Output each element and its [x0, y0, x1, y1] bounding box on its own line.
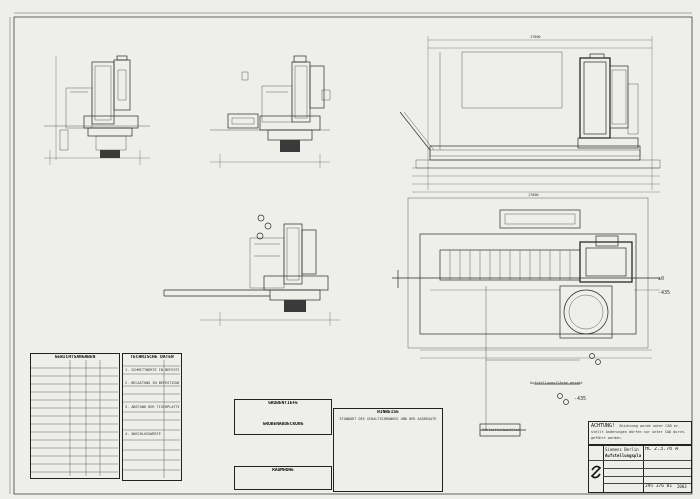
cad-warning-heading: ACHTUNG!	[591, 423, 616, 429]
tech-data-title: TECHNISCHE DATEN	[130, 355, 174, 360]
cad-warning-line-2: stellt Änderungen dürfen nur unter CAD d…	[591, 430, 686, 434]
machine-plan-view	[392, 197, 660, 437]
weights-table-grid	[30, 360, 118, 476]
level-minus-label-2: -435	[574, 396, 587, 402]
coolant-tank: Kühlmittelbehälter	[480, 424, 520, 436]
company-logo-icon	[590, 465, 602, 479]
weights-table-title: GEWICHTSANGABEN	[54, 355, 96, 360]
pit-depth-title: GRUBENTIEFE	[268, 401, 298, 406]
title-block: Siemens Berlin Aufstellungsplan HC 2.3.7…	[588, 445, 692, 493]
company-logo-area	[589, 446, 604, 492]
tech-data-table-grid	[122, 360, 180, 478]
hints-subtitle: STANDORT DES SCHALTSCHRANKES UND DER AGG…	[339, 417, 437, 421]
sheet-reference: 295 376 01	[645, 484, 673, 489]
title-row-line-2	[603, 468, 691, 469]
plan-length-label: 17000	[528, 193, 539, 197]
title-row-line-3	[603, 476, 691, 477]
machine-side-view-2	[210, 55, 331, 168]
level-minus-label: -435	[658, 290, 671, 296]
level-zero-label: ±0	[658, 276, 665, 282]
title-block-divider	[643, 446, 644, 492]
coolant-tank-label: Kühlmittelbehälter	[482, 428, 520, 432]
cad-warning-box: ACHTUNG! Zeichnung wurde unter CAD er- s…	[588, 421, 692, 445]
cad-warning-line-3: geführt werden.	[591, 436, 623, 440]
pit-cover-title: GRUBENABDECKUNG	[262, 422, 304, 427]
area-note-label: Aufstellungsfläche gesamt	[530, 381, 583, 385]
room-height-title: RAUMHÖHE	[272, 468, 294, 473]
tech-data-section-2: 2. BELASTUNG IN BEFESTIGUNG	[125, 381, 179, 385]
tech-data-section-4: 4. ANSCHLUSSWERTE	[125, 432, 161, 436]
hints-title: HINWEISE	[377, 410, 399, 415]
room-height-note: RAUMHÖHE	[234, 466, 332, 490]
machine-front-elevation	[399, 36, 661, 193]
title-row-line	[589, 460, 691, 461]
machine-side-view-3	[163, 214, 340, 326]
sheet-year: 2003	[677, 484, 687, 489]
hints-note: HINWEISE STANDORT DES SCHALTSCHRANKES UN…	[333, 408, 443, 492]
company-name: Siemens Berlin	[605, 447, 639, 452]
cad-warning-line-1: Zeichnung wurde unter CAD er-	[619, 424, 681, 428]
tech-data-section-3: 3. ABSTAND DER TISCHPLATTE	[125, 405, 179, 409]
title-row-line-4	[603, 483, 691, 484]
weights-table: GEWICHTSANGABEN	[30, 353, 120, 479]
drawing-number: HC 2.3.70 A	[645, 447, 679, 452]
machine-side-view-1	[44, 55, 150, 165]
tech-data-table: TECHNISCHE DATEN 1. SCHMITTWERTE IN BEFE…	[122, 353, 182, 481]
drawing-title: Aufstellungsplan	[605, 453, 641, 458]
drawing-border	[13, 16, 693, 495]
tech-data-section-1: 1. SCHMITTWERTE IN BEFESTIGUNG	[125, 368, 179, 372]
pit-depth-note: GRUBENTIEFE GRUBENABDECKUNG	[234, 399, 332, 435]
overall-length-label: 17000	[530, 35, 541, 39]
